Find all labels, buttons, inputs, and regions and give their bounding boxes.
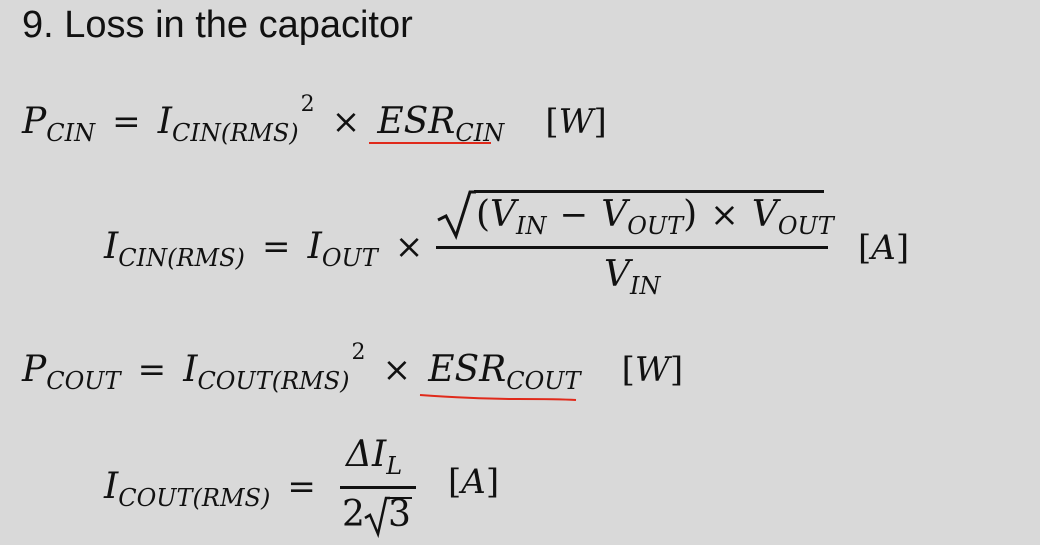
radicand: 3 [388, 494, 411, 535]
square-root-sign [364, 496, 390, 538]
exponent-2: 2 [300, 92, 315, 117]
square-root-sign [437, 190, 476, 240]
equals-sign: = [112, 102, 141, 142]
fraction-denominator: 2 [342, 494, 365, 535]
symbol-i: I [307, 226, 322, 267]
equation-icout-rms: ICOUT(RMS) = [104, 466, 328, 512]
unit-watt: [W] [621, 350, 684, 390]
subscript-cout: COUT [46, 367, 121, 395]
subscript-cin-rms: CIN(RMS) [172, 119, 299, 147]
symbol-i: I [104, 226, 119, 267]
radical-vinculum [388, 497, 412, 499]
symbol-esr: ESR [377, 101, 456, 142]
unit-ampere: [A] [858, 228, 910, 268]
fraction-numerator: ΔIL [346, 434, 403, 480]
equals-sign: = [261, 227, 291, 267]
symbol-i: I [104, 466, 119, 507]
symbol-p: P [22, 101, 47, 142]
subscript-cin-rms: CIN(RMS) [118, 244, 245, 272]
red-underline-esr-cout [419, 394, 577, 401]
symbol-p: P [22, 349, 47, 390]
fraction-bar [436, 246, 828, 249]
equation-icin-rms: ICIN(RMS) = IOUT × [104, 226, 435, 272]
equals-sign: = [137, 350, 167, 390]
subscript-cin: CIN [46, 119, 96, 147]
times-sign: × [331, 102, 361, 142]
unit-watt: [W] [545, 102, 607, 142]
times-sign: × [382, 350, 412, 390]
subscript-out: OUT [321, 244, 378, 272]
subscript-cout-rms: COUT(RMS) [118, 484, 271, 512]
symbol-esr: ESR [428, 349, 507, 390]
equation-pcout: PCOUT = ICOUT(RMS)2 × ESRCOUT [W] [22, 340, 683, 395]
symbol-i: I [183, 349, 198, 390]
slide-title: 9. Loss in the capacitor [22, 4, 413, 46]
radical-vinculum [474, 190, 824, 193]
symbol-i: I [157, 101, 172, 142]
exponent-2: 2 [351, 340, 366, 365]
fraction-numerator: (VIN − VOUT) × VOUT [476, 194, 834, 240]
fraction-denominator: VIN [604, 254, 661, 300]
red-underline-esr-cin [369, 142, 491, 144]
subscript-cout-rms: COUT(RMS) [197, 367, 350, 395]
times-sign: × [394, 227, 424, 267]
unit-ampere: [A] [448, 462, 500, 502]
subscript-cout: COUT [506, 367, 581, 395]
equation-pcin: PCIN = ICIN(RMS)2 × ESRCIN [W] [22, 92, 607, 147]
fraction-bar [340, 486, 416, 489]
equals-sign: = [287, 467, 316, 507]
